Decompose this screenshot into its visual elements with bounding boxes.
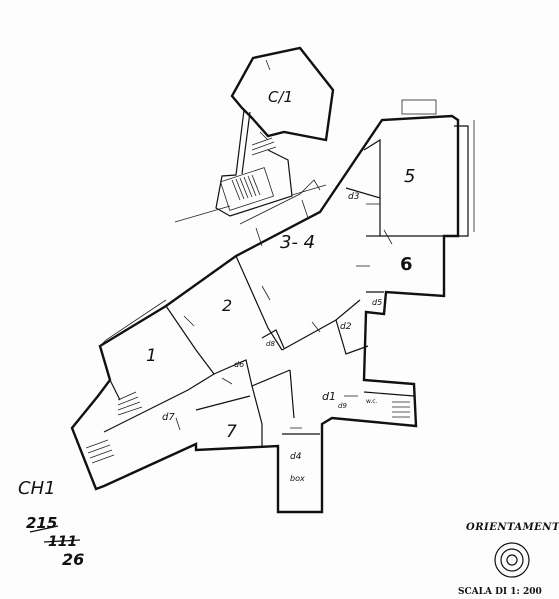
room-label-d3: d3 (348, 192, 360, 202)
room-label-d9: d9 (338, 402, 347, 410)
room-label-d5: d5 (372, 298, 383, 307)
room-label-1: 1 (146, 346, 157, 366)
balcony-lines (99, 99, 437, 347)
orientation-symbol (494, 542, 530, 578)
annotation-strokes (29, 525, 81, 543)
annotation-line2: 111 (48, 534, 78, 550)
room-label-c1: C/1 (268, 88, 294, 106)
orientation-title: ORIENTAMENTO (466, 522, 559, 533)
room-label-7: 7 (226, 422, 237, 442)
room-label-d2: d2 (340, 322, 352, 332)
annotation-code: CH1 (18, 478, 56, 499)
room-label-d8: d8 (266, 340, 275, 348)
annex-stairs (231, 137, 277, 201)
annex-c1-walls (174, 46, 335, 223)
annotation-line3: 26 (62, 550, 85, 569)
room-label-5: 5 (404, 166, 416, 187)
room-label-2: 2 (222, 296, 233, 315)
wc-label: w.c. (366, 398, 378, 405)
room-label-box: box (290, 474, 305, 483)
main-stairs (85, 391, 410, 464)
main-building-walls (70, 114, 475, 514)
room-label-d7: d7 (162, 412, 175, 423)
scale-label: SCALA DI 1: 200 (458, 587, 542, 597)
room-label-d4: d4 (290, 452, 302, 462)
annotation-line1: 215 (26, 514, 58, 532)
room-label-6: 6 (400, 254, 413, 275)
door-marks (175, 59, 393, 431)
room-label-d1: d1 (322, 390, 336, 403)
room-label-d6: d6 (234, 360, 245, 369)
room-label-3-4: 3- 4 (280, 232, 316, 253)
